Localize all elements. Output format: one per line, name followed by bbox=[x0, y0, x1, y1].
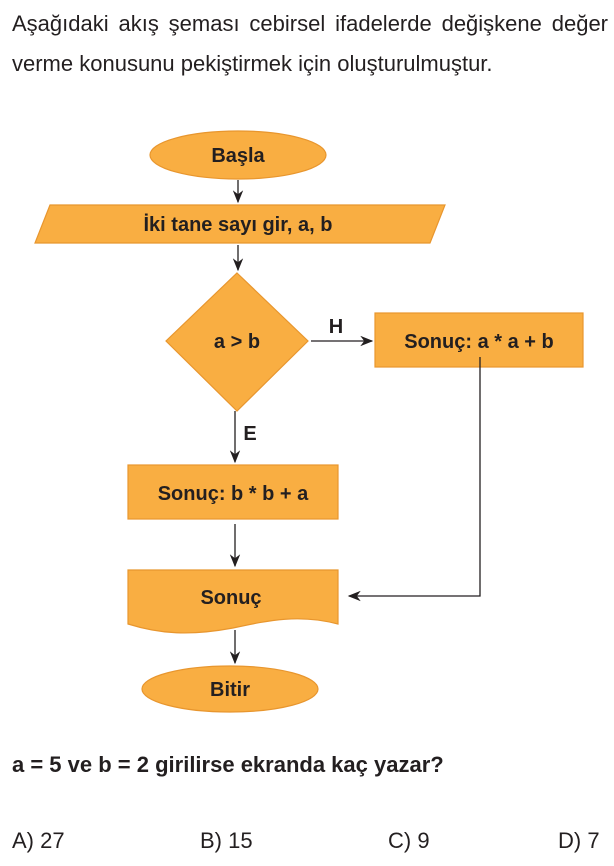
yes-process-box bbox=[127, 464, 339, 520]
end-terminal bbox=[141, 665, 319, 713]
decision-diamond bbox=[165, 272, 309, 412]
option-d[interactable]: D) 7 bbox=[558, 828, 600, 853]
arrow-merge bbox=[347, 357, 481, 602]
start-label: Başla bbox=[211, 145, 265, 167]
option-b[interactable]: B) 15 bbox=[200, 828, 253, 853]
end-label: Bitir bbox=[210, 679, 250, 701]
option-a[interactable]: A) 27 bbox=[12, 828, 65, 853]
input-parallelogram bbox=[34, 204, 446, 244]
no-process-label: Sonuç: a * a + b bbox=[404, 331, 553, 353]
intro-text: Aşağıdaki akış şeması cebirsel ifadelerd… bbox=[12, 11, 608, 76]
output-document bbox=[127, 569, 339, 634]
start-terminal bbox=[149, 130, 327, 180]
no-process-box bbox=[374, 312, 584, 368]
decision-label: a > b bbox=[214, 331, 260, 353]
question-text: a = 5 ve b = 2 girilirse ekranda kaç yaz… bbox=[12, 752, 444, 777]
no-branch-label: H bbox=[329, 316, 343, 338]
input-label: İki tane sayı gir, a, b bbox=[144, 213, 333, 236]
yes-process-label: Sonuç: b * b + a bbox=[158, 483, 309, 505]
output-label: Sonuç bbox=[200, 587, 261, 609]
yes-branch-label: E bbox=[243, 423, 256, 445]
option-c[interactable]: C) 9 bbox=[388, 828, 430, 853]
